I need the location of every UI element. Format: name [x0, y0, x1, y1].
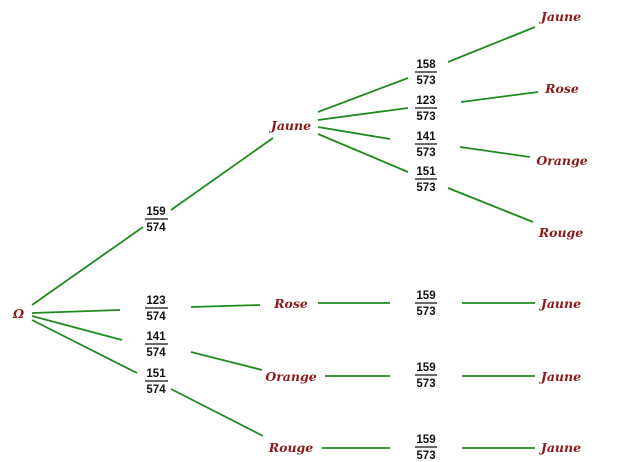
fraction-jaune-rouge: 151 573 [415, 166, 437, 194]
node-rouge: Rouge [268, 440, 314, 455]
fraction-jaune-orange: 141 573 [415, 131, 437, 159]
branch-jaune-orange-tail [459, 146, 531, 158]
root-node-omega: Ω [12, 306, 25, 321]
fraction-numerator: 151 [416, 166, 436, 178]
branch-jaune-orange [317, 126, 391, 140]
leaf-jaune-orange: Orange [536, 153, 587, 168]
fraction-denominator: 574 [146, 347, 166, 359]
fraction-denominator: 574 [146, 311, 166, 323]
fraction-denominator: 574 [146, 384, 166, 396]
leaf-jaune-rouge: Rouge [538, 225, 584, 240]
level2-branches-jaune [317, 26, 539, 223]
fraction-denominator: 573 [416, 111, 435, 123]
level1-branches [31, 137, 274, 437]
branch-jaune-jaune-tail [447, 26, 536, 63]
fraction-omega-rose: 123 574 [145, 295, 168, 323]
branch-omega-rouge [31, 319, 138, 374]
node-jaune: Jaune [269, 118, 311, 133]
fraction-omega-orange: 141 574 [145, 331, 168, 359]
fraction-omega-rouge: 151 574 [145, 368, 168, 396]
fraction-orange-jaune: 159 573 [415, 362, 437, 390]
fraction-denominator: 573 [416, 182, 435, 194]
leaf-jaune-rose: Rose [544, 81, 579, 96]
fraction-jaune-rose: 123 573 [415, 95, 437, 123]
fraction-numerator: 123 [416, 95, 435, 107]
fraction-numerator: 159 [416, 434, 435, 446]
fraction-numerator: 151 [146, 368, 166, 380]
fraction-denominator: 573 [416, 450, 435, 462]
fraction-numerator: 159 [416, 362, 435, 374]
fraction-denominator: 573 [416, 306, 435, 318]
branch-jaune-lead [170, 137, 274, 211]
branch-jaune-rouge-tail [447, 187, 534, 223]
fraction-denominator: 573 [416, 75, 435, 87]
node-rose: Rose [273, 296, 308, 311]
fraction-denominator: 573 [416, 147, 435, 159]
leaf-rose-jaune: Jaune [539, 296, 581, 311]
branch-jaune-jaune [317, 77, 409, 113]
fraction-jaune-jaune: 158 573 [415, 59, 437, 87]
branch-jaune-rose [317, 107, 409, 121]
branch-omega-orange [31, 315, 123, 341]
node-orange: Orange [265, 369, 316, 384]
fraction-numerator: 141 [416, 131, 436, 143]
leaf-jaune-jaune: Jaune [539, 9, 581, 24]
fraction-omega-jaune: 159 574 [145, 206, 168, 234]
fraction-denominator: 574 [146, 222, 166, 234]
fraction-denominator: 573 [416, 378, 435, 390]
fraction-numerator: 159 [146, 206, 165, 218]
branch-omega-jaune [31, 226, 144, 306]
leaf-rouge-jaune: Jaune [539, 440, 581, 455]
fraction-numerator: 159 [416, 290, 435, 302]
branch-orange-lead [190, 351, 263, 371]
fraction-rose-jaune: 159 573 [415, 290, 437, 318]
branch-omega-rose [31, 309, 121, 314]
branch-rose-lead [190, 304, 261, 308]
branch-rouge-lead [170, 388, 264, 437]
fraction-numerator: 141 [146, 331, 166, 343]
branch-jaune-rose-tail [460, 91, 539, 103]
level2-branches-single [318, 302, 535, 449]
fraction-numerator: 158 [416, 59, 436, 71]
fraction-numerator: 123 [146, 295, 165, 307]
leaf-orange-jaune: Jaune [539, 369, 581, 384]
fraction-rouge-jaune: 159 573 [415, 434, 437, 462]
branch-jaune-rouge [317, 133, 409, 173]
